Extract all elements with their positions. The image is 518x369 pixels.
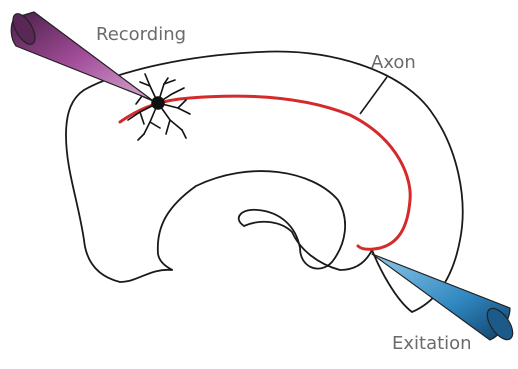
axon-label: Axon [371,52,416,73]
neuron-cell [128,74,190,140]
stimulating-electrode [372,254,510,340]
axon-path [120,96,410,249]
excitation-label: Exitation [392,333,472,354]
axon-leader-line [360,77,387,114]
recording-label: Recording [96,24,186,45]
